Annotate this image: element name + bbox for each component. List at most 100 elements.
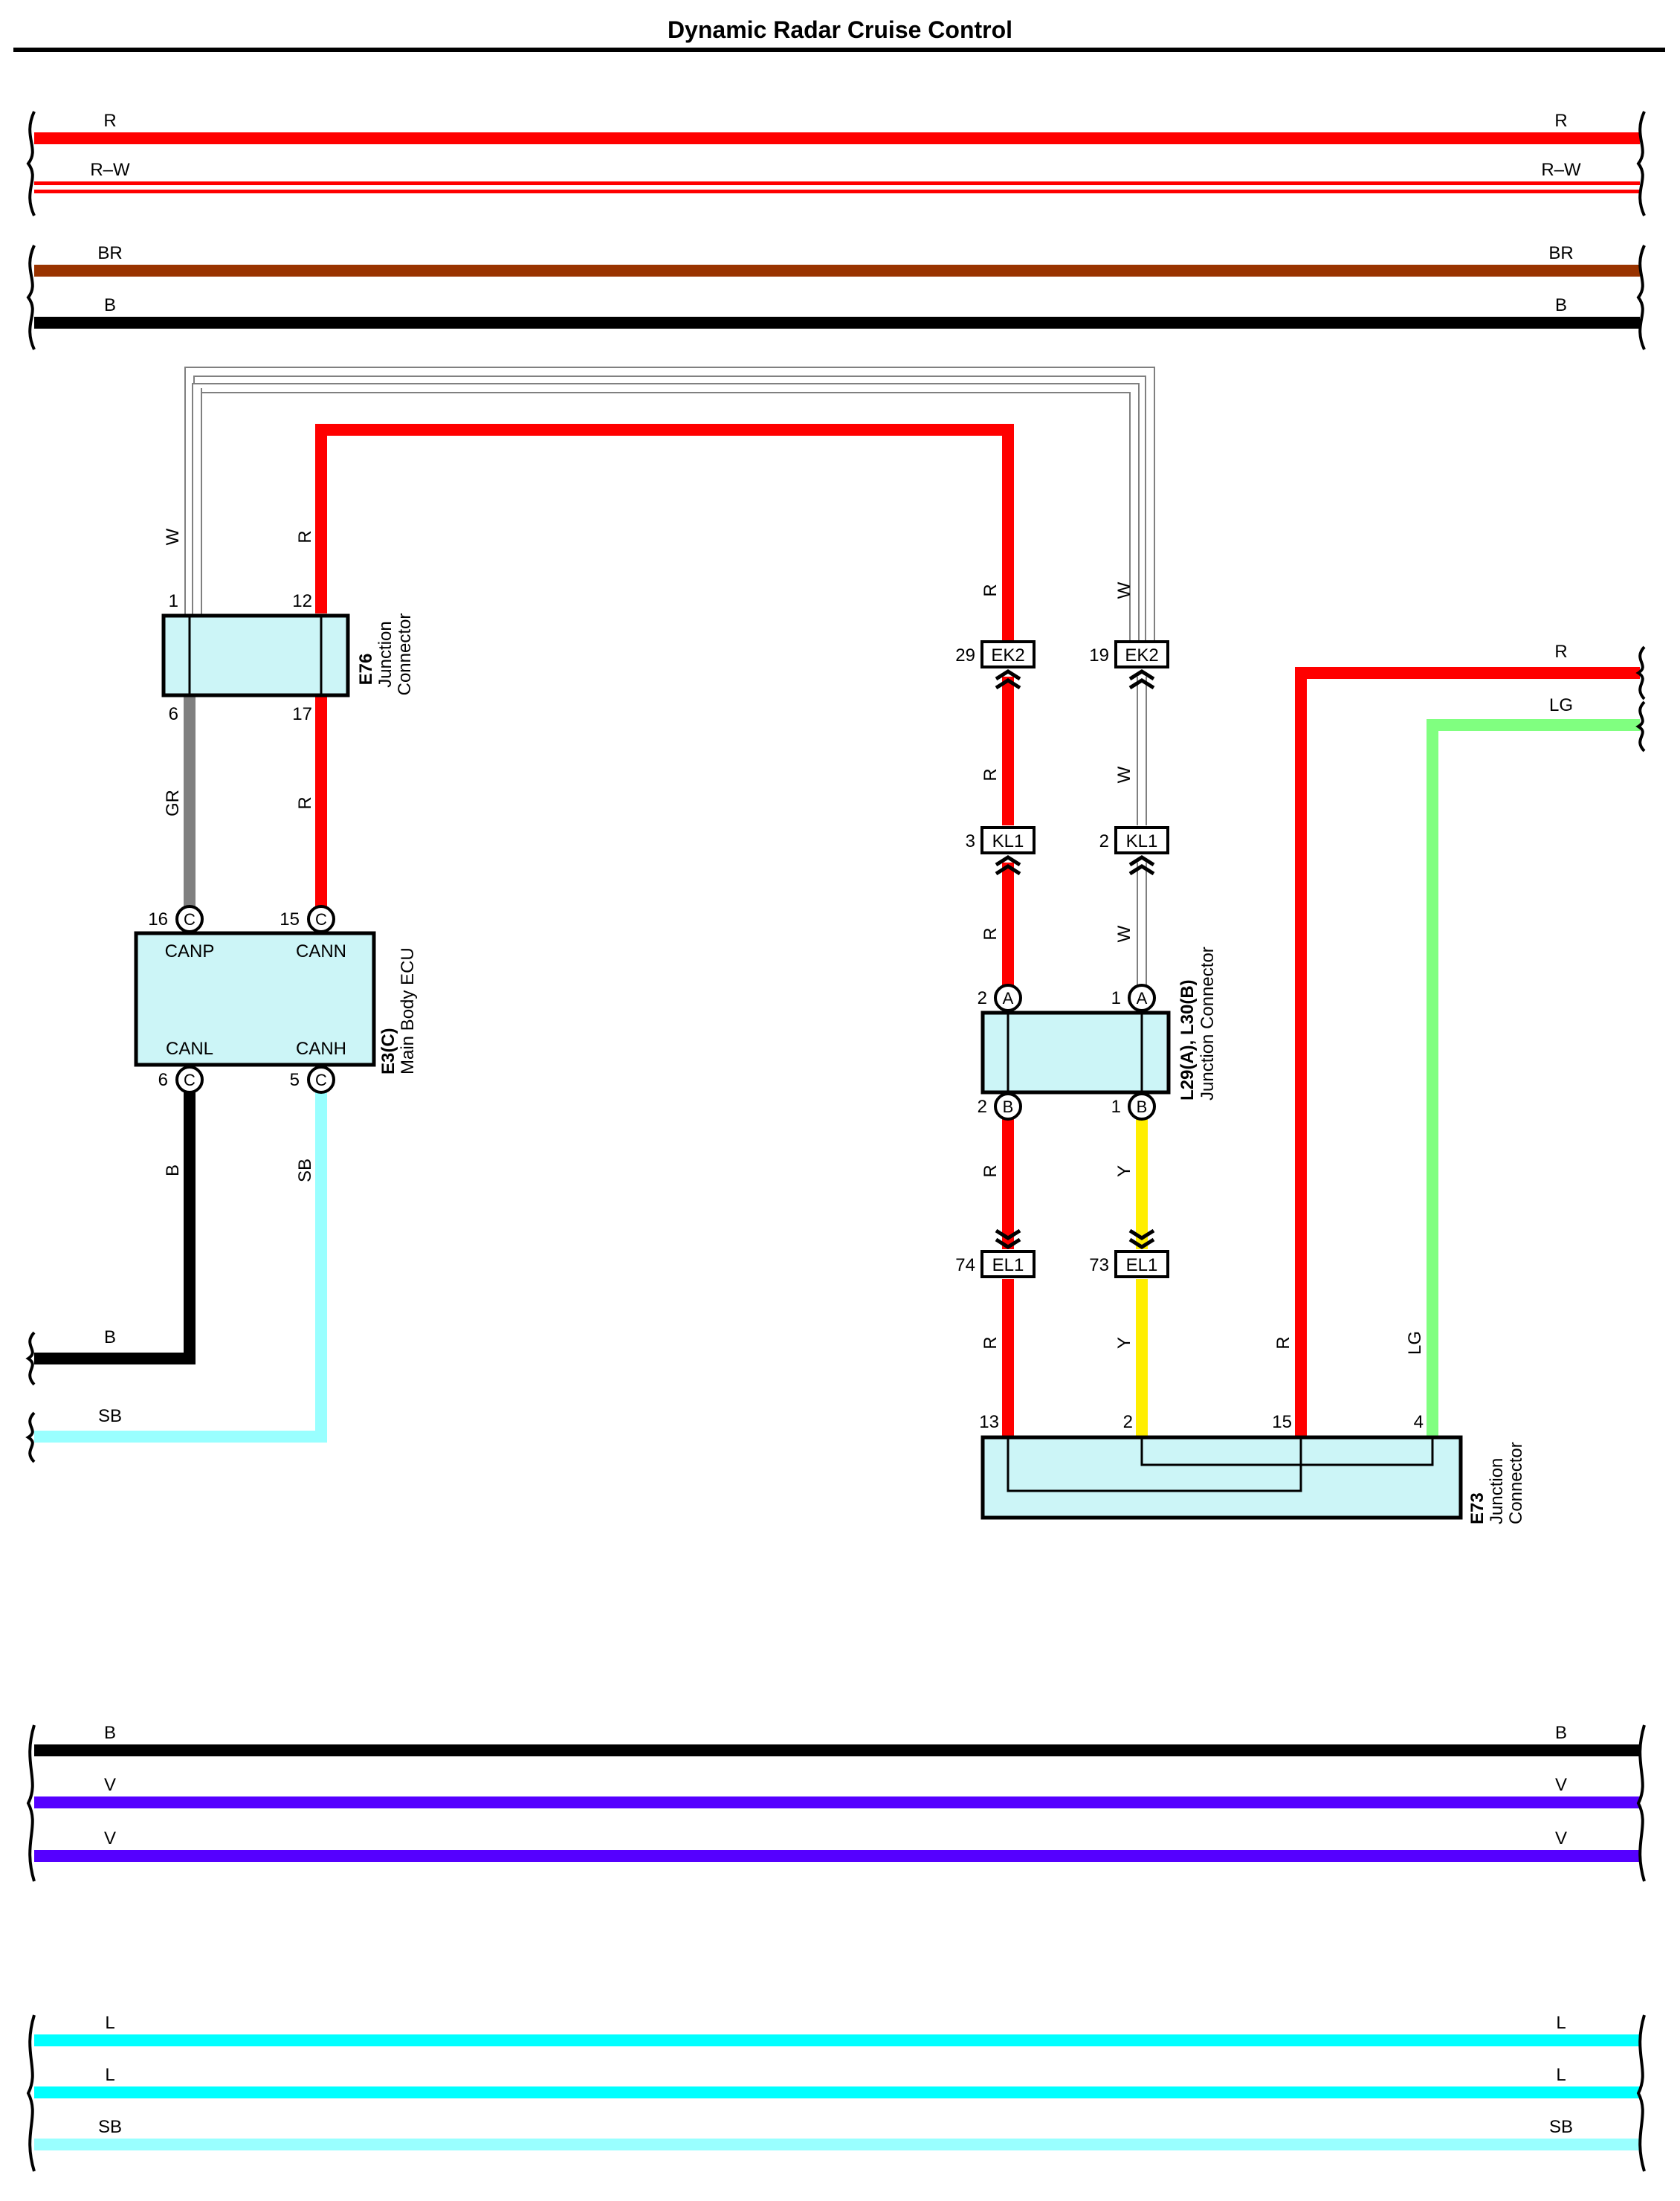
bus-label-right-5: V <box>1555 1775 1567 1795</box>
bus-label-left-7: L <box>105 2013 114 2033</box>
wire-label-w-top: W <box>163 528 183 545</box>
e3-signal-canp: CANP <box>165 941 215 961</box>
e76-pin-1: 1 <box>169 591 178 611</box>
e76-name2: Connector <box>395 613 415 696</box>
wire-label-r-l29: R <box>980 927 1001 940</box>
l29-code: L29(A), L30(B) <box>1177 979 1198 1100</box>
component-e3-ecu <box>134 931 376 1067</box>
bus-break-left-1 <box>26 245 36 350</box>
connector-ek2-19-chevron-0 <box>1128 669 1155 681</box>
offpage-label-sb-left: SB <box>98 1406 122 1426</box>
bus-break-right-0 <box>1636 111 1646 216</box>
l29-pin-circle-2b <box>994 1092 1022 1121</box>
connector-kl1-3-id: KL1 <box>992 831 1024 851</box>
offpage-label-r-right: R <box>1554 642 1567 662</box>
e73-pin-4: 4 <box>1414 1412 1424 1432</box>
break-lg-right <box>1635 700 1646 753</box>
l29-pin-circle-2a <box>994 984 1022 1012</box>
connector-ek2-19-chevron-1 <box>1128 678 1155 690</box>
wire-label-r-e73: R <box>980 1336 1001 1349</box>
wire-label-r-ek2: R <box>980 584 1001 596</box>
bus-label-left-3: B <box>104 295 116 315</box>
connector-el1-74 <box>980 1250 1036 1278</box>
e3-signal-canl: CANL <box>166 1039 213 1059</box>
connector-el1-73 <box>1114 1250 1169 1278</box>
l29-pin-circle-2b-letter: B <box>1003 1098 1014 1116</box>
component-l29-l30 <box>980 1011 1171 1095</box>
e3-pin-circle-6-letter: C <box>184 1071 196 1089</box>
break-b-left <box>25 1331 36 1386</box>
e3-pin-circle-6 <box>175 1066 204 1094</box>
e3-pin-15: 15 <box>280 909 300 929</box>
offpage-label-lg-right: LG <box>1549 695 1573 715</box>
bus-label-right-6: V <box>1555 1828 1567 1849</box>
connector-ek2-19 <box>1114 640 1169 668</box>
bus-break-left-3 <box>26 2014 36 2172</box>
wire-label-y-el1: Y <box>1114 1165 1134 1177</box>
wire-sb-left <box>34 1078 327 1443</box>
bus-label-right-3: B <box>1555 295 1567 315</box>
e3-pin-circle-16 <box>175 905 204 933</box>
connector-ek2-29-id: EK2 <box>991 645 1024 666</box>
e3-pin-6: 6 <box>158 1070 168 1090</box>
connector-ek2-29-chevron-1 <box>995 678 1021 690</box>
e3-signal-canh: CANH <box>296 1039 346 1059</box>
e3-signal-cann: CANN <box>296 941 346 961</box>
wire-r-top <box>315 424 1014 654</box>
wire-label-r-mid: R <box>295 796 315 809</box>
component-e76 <box>161 613 350 697</box>
connector-el1-73-pin: 73 <box>1089 1255 1109 1275</box>
connector-el1-74-pin: 74 <box>955 1255 975 1275</box>
e3-pin-circle-15-letter: C <box>315 910 327 929</box>
wire-label-r-top: R <box>295 530 315 543</box>
title-underline <box>13 48 1665 52</box>
l29-pin-circle-1a <box>1128 984 1156 1012</box>
component-e73 <box>980 1435 1463 1520</box>
wire-label-w-kl1: W <box>1114 766 1134 783</box>
connector-kl1-3-chevron-1 <box>995 864 1021 876</box>
connector-el1-73-chevron-0 <box>1128 1237 1155 1249</box>
e3-pin-circle-16-letter: C <box>184 910 196 929</box>
e76-name: Junction <box>375 621 395 687</box>
offpage-label-b-left: B <box>104 1327 116 1347</box>
bus-label-left-6: V <box>104 1828 116 1849</box>
bus-break-left-0 <box>26 111 36 216</box>
connector-kl1-2-chevron-0 <box>1128 855 1155 867</box>
bus-label-left-4: B <box>104 1723 116 1743</box>
e3-pin-circle-15 <box>307 905 335 933</box>
bus-label-right-4: B <box>1555 1723 1567 1743</box>
e73-pin-13: 13 <box>979 1412 999 1432</box>
bus-label-left-1: R–W <box>90 160 130 180</box>
e3-name: Main Body ECU <box>398 947 418 1074</box>
wire-label-r-right: R <box>1273 1336 1293 1349</box>
wire-label-w-l29: W <box>1114 925 1134 942</box>
e76-pin-17: 17 <box>292 704 312 724</box>
connector-el1-73-id: EL1 <box>1126 1255 1158 1275</box>
connector-ek2-19-pin: 19 <box>1089 645 1109 666</box>
bus-break-right-3 <box>1636 2014 1646 2172</box>
bus-label-left-9: SB <box>98 2117 122 2137</box>
l29-pin-circle-1b-letter: B <box>1137 1098 1148 1116</box>
connector-kl1-2-pin: 2 <box>1099 831 1109 851</box>
bus-break-right-1 <box>1636 245 1646 350</box>
bus-label-left-0: R <box>103 111 116 131</box>
wire-label-lg-right: LG <box>1405 1331 1425 1355</box>
wire-label-sb-left: SB <box>295 1158 315 1182</box>
break-sb-left <box>25 1411 36 1463</box>
wire-label-r-kl1: R <box>980 768 1001 781</box>
e76-pin-6: 6 <box>169 704 178 724</box>
e3-pin-5: 5 <box>290 1070 300 1090</box>
bus-label-right-0: R <box>1554 111 1567 131</box>
wire-label-y-e73: Y <box>1114 1337 1134 1349</box>
wire-label-b-left: B <box>163 1164 183 1176</box>
wire-lg-right <box>1427 719 1640 1437</box>
connector-kl1-2-id: KL1 <box>1126 831 1158 851</box>
e3-pin-circle-5-letter: C <box>315 1071 327 1089</box>
bus-label-right-7: L <box>1556 2013 1566 2033</box>
bus-label-left-2: BR <box>97 243 122 263</box>
bus-label-right-2: BR <box>1548 243 1573 263</box>
connector-kl1-2-chevron-1 <box>1128 864 1155 876</box>
wire-label-w-ek2: W <box>1114 581 1134 599</box>
e73-pin-15: 15 <box>1272 1412 1292 1432</box>
